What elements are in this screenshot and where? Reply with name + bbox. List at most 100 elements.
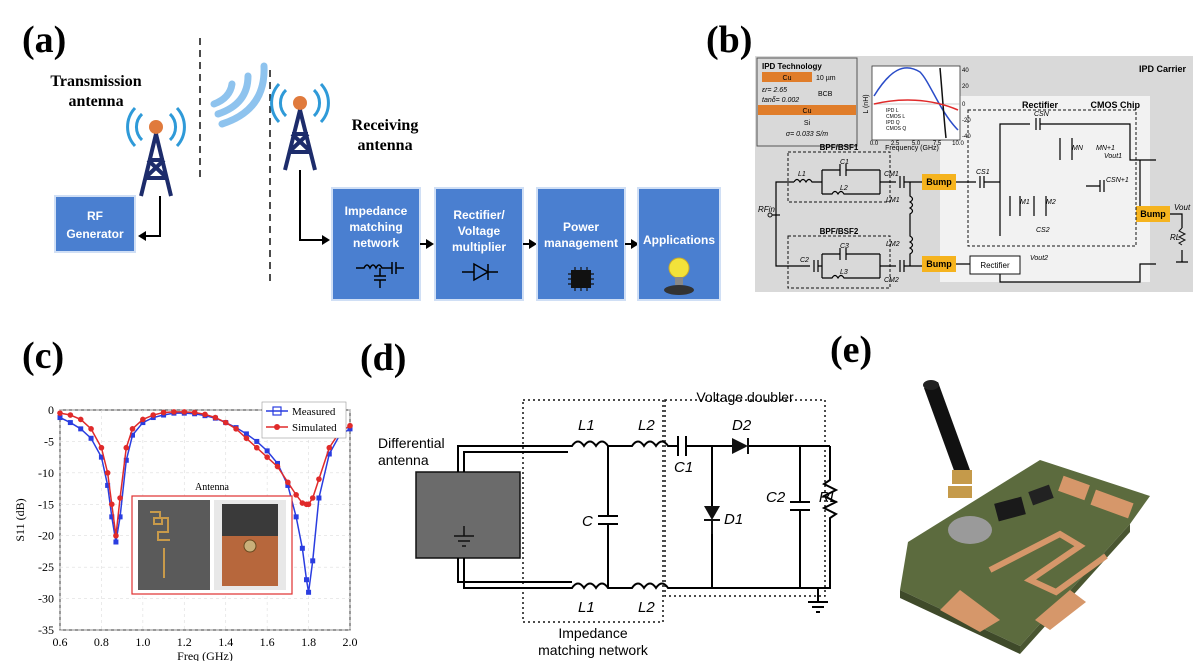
ipd-carrier-label: IPD Carrier — [1139, 64, 1187, 74]
data-point-measured — [310, 558, 316, 564]
data-point-measured — [123, 457, 129, 463]
power-label-2: management — [544, 236, 618, 250]
bump-1-label: Bump — [926, 177, 952, 187]
data-point-measured — [98, 454, 104, 460]
ipd-stack: IPD Technology Cu 10 µm εr= 2.65 BCB tan… — [756, 57, 858, 147]
b-c2: C2 — [800, 257, 809, 264]
panel-b-label: (b) — [706, 19, 752, 61]
diode-icon — [462, 262, 498, 282]
panel-d: (d) Differential antenna Voltage doubler… — [360, 337, 839, 658]
data-point-simulated — [285, 479, 291, 486]
data-point-simulated — [233, 426, 239, 432]
lc-circuit-icon — [356, 262, 404, 288]
b-rl: RL — [1170, 233, 1180, 242]
matching-label-2: matching network — [538, 642, 649, 658]
bump-3-label: Bump — [1140, 209, 1166, 219]
panel-a: (a) Transmission antenna Receiving anten… — [22, 19, 721, 301]
b-cs2: CS2 — [1036, 227, 1050, 234]
b-c1: C1 — [840, 159, 849, 166]
rf-generator-block — [54, 195, 136, 253]
data-point-measured — [78, 426, 84, 432]
d-l2-bot: L2 — [638, 599, 655, 616]
y-tick-label: -5 — [44, 434, 54, 448]
legend-simulated: Simulated — [292, 422, 337, 434]
data-point-measured — [88, 435, 94, 441]
inset-xtick-0: 0.0 — [870, 141, 879, 147]
ipd-q-curve — [873, 99, 959, 111]
rfin-label: RFin — [758, 205, 775, 214]
data-point-measured — [293, 514, 299, 520]
data-point-simulated — [77, 416, 84, 423]
data-point-simulated — [88, 426, 94, 432]
d-c: C — [582, 513, 593, 530]
data-point-simulated — [67, 412, 74, 418]
chart-legend: Measured Simulated — [261, 401, 347, 439]
power-label-1: Power — [563, 220, 599, 234]
filter-2-label: BPF/BSF2 — [820, 227, 859, 236]
lamp-icon — [664, 257, 694, 295]
chip-icon — [568, 267, 594, 291]
rectifier-block — [434, 187, 524, 301]
data-point-measured — [130, 432, 135, 438]
data-point-measured — [326, 451, 332, 457]
data-point-measured — [57, 415, 63, 421]
x-tick-label: 0.8 — [94, 635, 109, 649]
ipd-technology-label: IPD Technology — [762, 62, 822, 71]
b-cm1: CM1 — [884, 171, 899, 178]
b-l2: L2 — [840, 185, 848, 192]
legend-measured: Measured — [292, 406, 336, 418]
rx-antenna-label-2: antenna — [357, 137, 412, 154]
d-l1-bot: L1 — [578, 599, 595, 616]
b-csn1: CSN+1 — [1106, 177, 1129, 184]
data-point-measured — [113, 539, 119, 545]
b-m1: M1 — [1020, 199, 1030, 206]
rectifier-box-label: Rectifier — [980, 261, 1010, 270]
inset-ytick-r-3: -20 — [962, 118, 971, 124]
inset-legend-3: CMOS Q — [886, 126, 906, 132]
panel-e-label: (e) — [830, 329, 872, 371]
data-point-simulated — [316, 476, 322, 482]
impedance-label-3: network — [353, 236, 399, 250]
y-tick-label: -20 — [38, 529, 54, 543]
data-point-simulated — [326, 444, 333, 451]
panel-b: (b) IPD Carrier CMOS Chip IPD Technology… — [706, 19, 1193, 292]
data-point-simulated — [253, 444, 260, 451]
y-tick-label: -10 — [38, 466, 54, 480]
b-l1: L1 — [798, 171, 806, 178]
rectifier-label-3: multiplier — [452, 240, 506, 254]
inset-ytick-r-1: 20 — [962, 84, 969, 90]
inset-legend-1: CMOS L — [886, 114, 905, 120]
b-csn: CSN — [1034, 111, 1050, 118]
inset-ytick-r-4: -40 — [962, 134, 971, 140]
data-point-simulated — [212, 414, 219, 421]
bump-2-label: Bump — [926, 259, 952, 269]
inset-xtick-1: 2.5 — [891, 141, 900, 147]
b-l3: L3 — [840, 269, 848, 276]
bump-1 — [922, 174, 956, 190]
y-tick-label: -30 — [38, 592, 54, 606]
data-point-measured — [275, 460, 280, 466]
data-point-measured — [299, 545, 305, 551]
x-tick-label: 1.4 — [218, 635, 233, 649]
data-point-simulated — [160, 409, 167, 416]
data-point-simulated — [264, 454, 270, 460]
d-d1: D1 — [724, 511, 743, 528]
rectifier-label-2: Voltage — [458, 224, 501, 238]
d-rl: RL — [819, 489, 838, 506]
data-point-simulated — [347, 422, 353, 429]
data-point-simulated — [108, 501, 115, 508]
b-mn: MN — [1072, 145, 1084, 152]
rx-antenna-label-1: Receiving — [352, 117, 419, 134]
b-cs1: CS1 — [976, 169, 990, 176]
inductance-inset-chart: Frequency (GHz) L (nH) 0.0 2.5 5.0 7.5 1… — [863, 65, 971, 152]
data-point-simulated — [117, 495, 123, 501]
b-mn1: MN+1 — [1096, 145, 1115, 152]
data-point-measured — [140, 420, 146, 426]
tx-antenna-label-2: antenna — [68, 93, 123, 110]
d-c2: C2 — [766, 489, 786, 506]
antenna-inset-title: Antenna — [195, 482, 229, 493]
data-point-measured — [304, 577, 309, 583]
data-point-simulated — [104, 470, 111, 476]
data-point-measured — [316, 495, 322, 501]
data-point-simulated — [150, 412, 157, 418]
